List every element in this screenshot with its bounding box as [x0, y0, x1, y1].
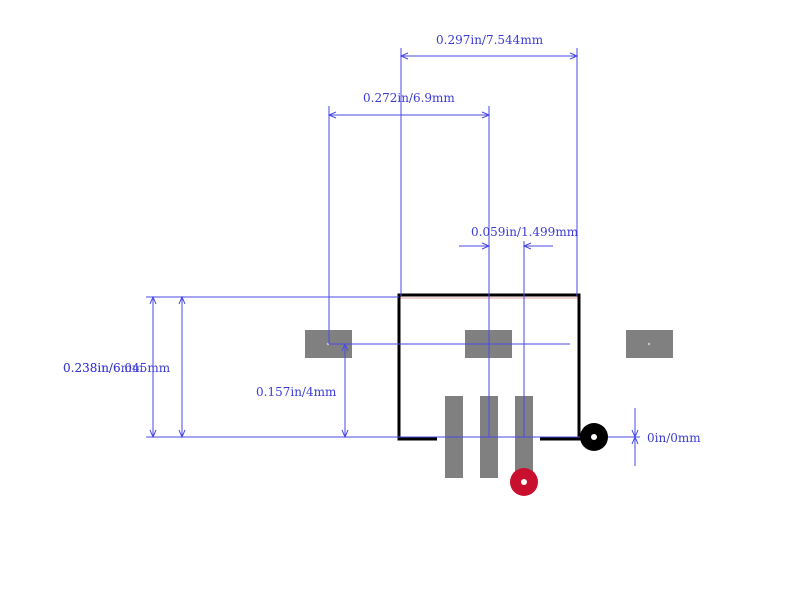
origin-marker — [580, 423, 608, 451]
dim-label-height-a: 0.238in/6.045mm — [63, 361, 171, 375]
dim-label-pad-offset: 0.157in/4mm — [256, 385, 337, 399]
dim-label-pad-span: 0.272in/6.9mm — [363, 91, 455, 105]
pin-1-marker — [510, 468, 538, 496]
dim-label-pin-pitch: 0.059in/1.499mm — [471, 225, 579, 239]
dim-label-top-width: 0.297in/7.544mm — [436, 33, 544, 47]
dimension-lines — [146, 48, 640, 466]
dim-label-origin: 0in/0mm — [647, 431, 701, 445]
pad-right-center-dot — [647, 342, 651, 346]
dim-label-height-b: 0.238in/6mm — [63, 361, 144, 375]
